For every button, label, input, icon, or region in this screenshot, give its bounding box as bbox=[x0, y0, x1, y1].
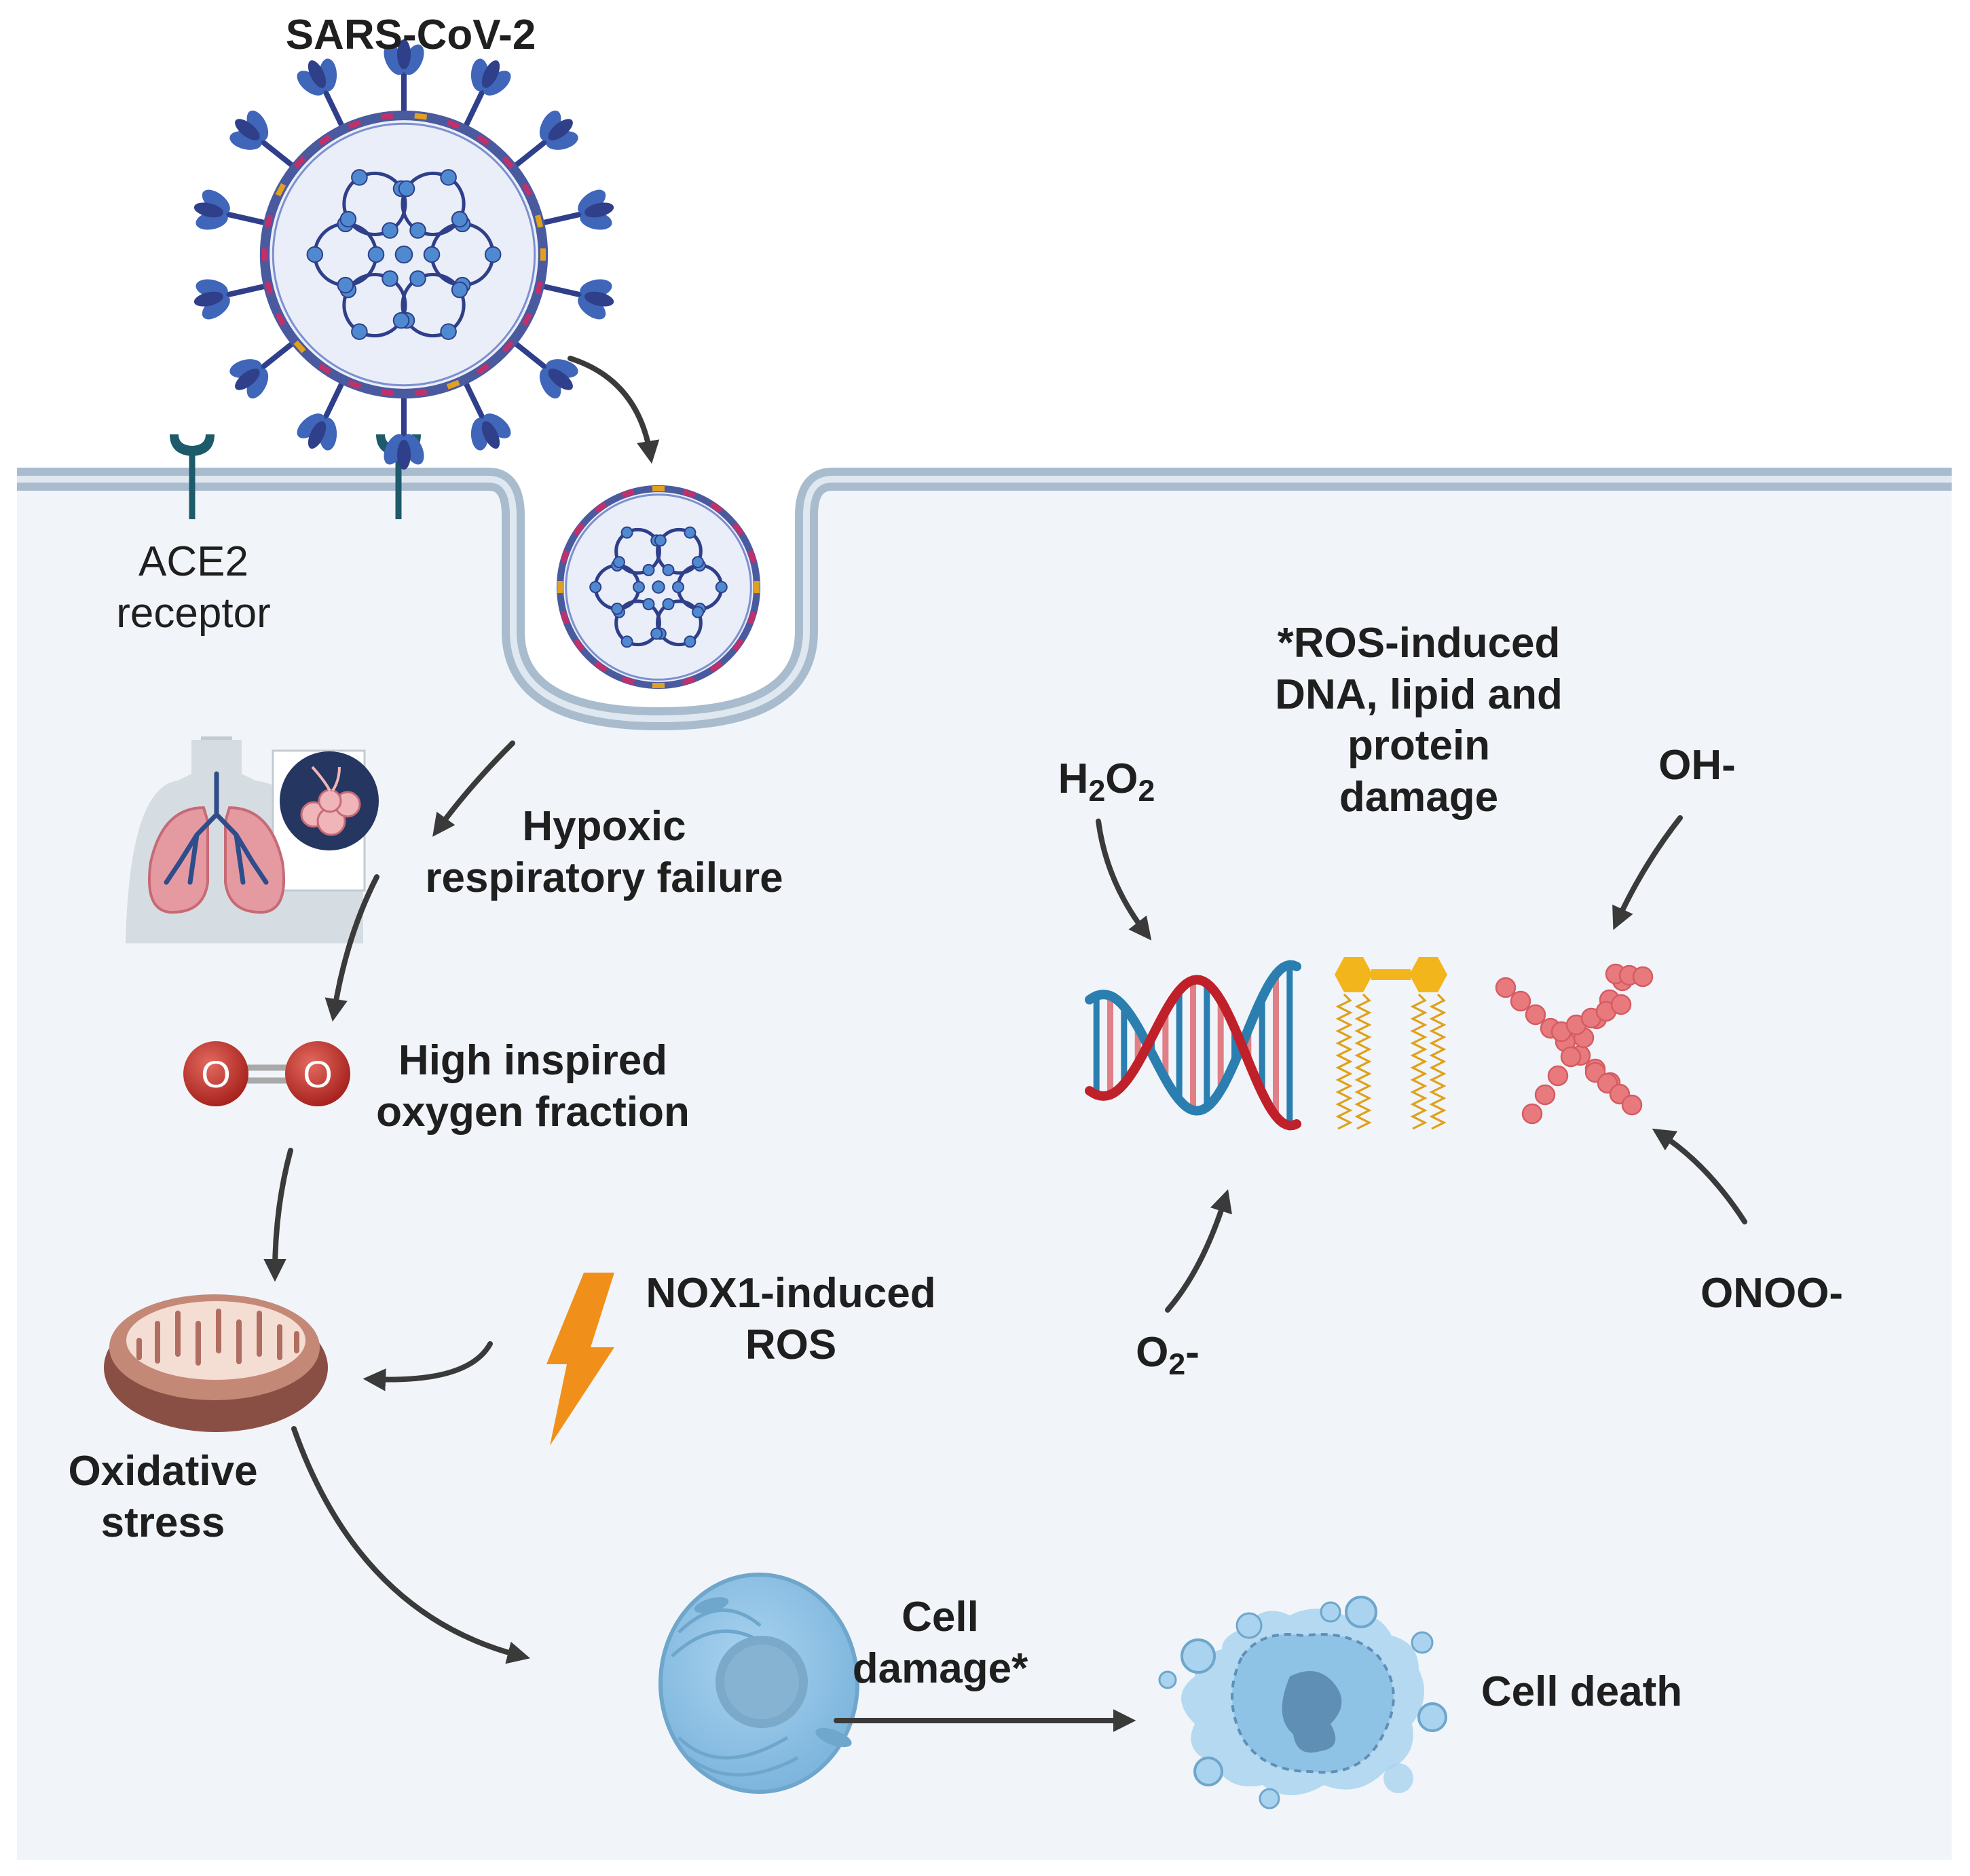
h2o2-o-subscript: 2 bbox=[1138, 774, 1155, 808]
h2o2-h: H bbox=[1058, 755, 1089, 802]
nox-ros-label-line2: ROS bbox=[745, 1321, 837, 1368]
arrow-stress-to-cell bbox=[291, 1426, 531, 1664]
virus-title: SARS-CoV-2 bbox=[285, 12, 536, 58]
oxygen-label-line2: oxygen fraction bbox=[376, 1088, 690, 1136]
internalized-virus bbox=[556, 485, 761, 690]
oxygen-atom-right-label: O bbox=[303, 1053, 333, 1095]
oxygen-atom-left-label: O bbox=[201, 1053, 231, 1095]
ros-damage-caption: *ROS-induced DNA, lipid and protein dama… bbox=[1222, 618, 1616, 823]
cytoplasm-region bbox=[17, 489, 1952, 1860]
receptor-label-line1: ACE2 bbox=[138, 538, 248, 585]
dna-icon bbox=[1085, 960, 1301, 1131]
arrow-o2-to-dna bbox=[1165, 1189, 1232, 1313]
arrow-h2o2-to-dna bbox=[1096, 819, 1152, 941]
lungs-icon bbox=[126, 736, 379, 943]
cell-membrane bbox=[17, 468, 1952, 731]
receptor-label-line2: receptor bbox=[116, 589, 271, 637]
oxidative-stress-label-line1: Oxidative bbox=[68, 1448, 258, 1495]
ace2-receptor-left bbox=[170, 434, 215, 519]
nox-ros-label-line1: NOX1-induced bbox=[646, 1270, 936, 1317]
arrows bbox=[263, 356, 1747, 1732]
oxygen-label-line1: High inspired bbox=[398, 1037, 668, 1084]
lightning-bolt-icon bbox=[546, 1273, 614, 1446]
nox-ros-label: NOX1-induced ROS bbox=[614, 1268, 967, 1370]
arrow-onoo-to-protein bbox=[1652, 1128, 1747, 1224]
arrow-virus-to-vesicle bbox=[568, 356, 660, 464]
arrow-ros-to-mitochondria bbox=[363, 1341, 493, 1391]
hydroxyl-label: OH- bbox=[1658, 742, 1736, 789]
arrow-vesicle-to-hypoxia bbox=[432, 740, 515, 837]
hypoxic-label-line2: respiratory failure bbox=[425, 854, 783, 901]
virus-particle bbox=[193, 39, 614, 470]
ros-damage-caption-line3: protein bbox=[1347, 722, 1491, 770]
peroxynitrite-label: ONOO- bbox=[1700, 1270, 1844, 1317]
cell-damage-label: Cell damage* bbox=[821, 1592, 1059, 1694]
oxidative-stress-label: Oxidative stress bbox=[41, 1446, 285, 1548]
h2o2-o: O bbox=[1105, 755, 1138, 802]
oxidative-stress-label-line2: stress bbox=[100, 1499, 225, 1546]
oxygen-label: High inspired oxygen fraction bbox=[356, 1035, 709, 1138]
arrow-oxygen-to-mitochondria bbox=[263, 1148, 293, 1282]
arrow-hypoxia-to-oxygen bbox=[324, 874, 379, 1022]
superoxide-subscript: 2 bbox=[1168, 1348, 1186, 1382]
cell-death-label: Cell death bbox=[1481, 1668, 1683, 1715]
ros-damage-caption-line2: DNA, lipid and bbox=[1275, 671, 1563, 718]
superoxide-o: O bbox=[1136, 1329, 1169, 1376]
superoxide-label: O2- bbox=[1113, 1327, 1222, 1382]
hypoxic-label-line1: Hypoxic bbox=[522, 803, 686, 850]
arrow-oh-to-protein bbox=[1612, 815, 1683, 931]
h2o2-h-subscript: 2 bbox=[1088, 774, 1106, 808]
cell-damage-label-line2: damage* bbox=[852, 1645, 1028, 1692]
ros-damage-caption-line1: *ROS-induced bbox=[1277, 620, 1561, 667]
receptor-label: ACE2 receptor bbox=[92, 536, 295, 639]
protein-chain-icon bbox=[1495, 963, 1654, 1125]
hypoxic-label: Hypoxic respiratory failure bbox=[394, 801, 815, 903]
cell-damage-label-line1: Cell bbox=[902, 1594, 979, 1640]
cell-icon bbox=[658, 1573, 859, 1794]
superoxide-charge: - bbox=[1185, 1329, 1200, 1376]
mitochondrion-icon bbox=[104, 1294, 328, 1432]
h2o2-label: H2O2 bbox=[1032, 753, 1181, 808]
oxygen-molecule-icon: O O bbox=[183, 1041, 350, 1106]
lipid-icon bbox=[1335, 957, 1447, 1130]
ros-damage-caption-line4: damage bbox=[1339, 773, 1499, 821]
dying-cell-icon bbox=[1158, 1596, 1447, 1809]
